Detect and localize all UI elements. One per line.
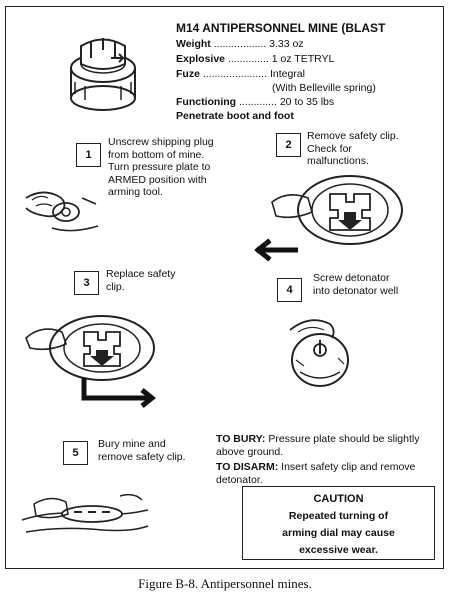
spec-fuze-note: (With Belleville spring) [272,82,376,94]
step-2-illustration [254,175,403,262]
caution-title: CAUTION [313,493,364,505]
step-3-illustration [25,315,157,408]
spec-fuze-row: Fuze ...................... Integral [176,68,305,80]
step-4-number: 4 [277,278,302,302]
step-4-illustration [289,319,349,387]
step-2-number: 2 [276,133,301,157]
mine-illustration [70,38,136,111]
step-5-number: 5 [63,441,88,465]
spec-penetrate: Penetrate boot and foot [176,110,294,122]
step-5-illustration [21,493,149,533]
spec-explosive-row: Explosive .............. 1 oz TETRYL [176,53,335,65]
figure-frame [5,6,444,569]
caution-box: CAUTION Repeated turning of arming dial … [242,486,435,560]
spec-functioning-row: Functioning ............. 20 to 35 lbs [176,96,335,108]
caution-text: Repeated turning of arming dial may caus… [282,510,395,556]
disarm-note: TO DISARM: Insert safety clip and remove… [216,461,416,486]
bury-note: TO BURY: Pressure plate should be slight… [216,433,420,458]
step-3-number: 3 [74,271,99,295]
figure-caption: Figure B-8. Antipersonnel mines. [138,576,312,591]
step-1-illustration [25,191,99,232]
step-1-number: 1 [76,143,101,167]
spec-title: M14 ANTIPERSONNEL MINE (BLAST [176,21,386,35]
spec-weight-row: Weight .................. 3.33 oz [176,38,304,50]
